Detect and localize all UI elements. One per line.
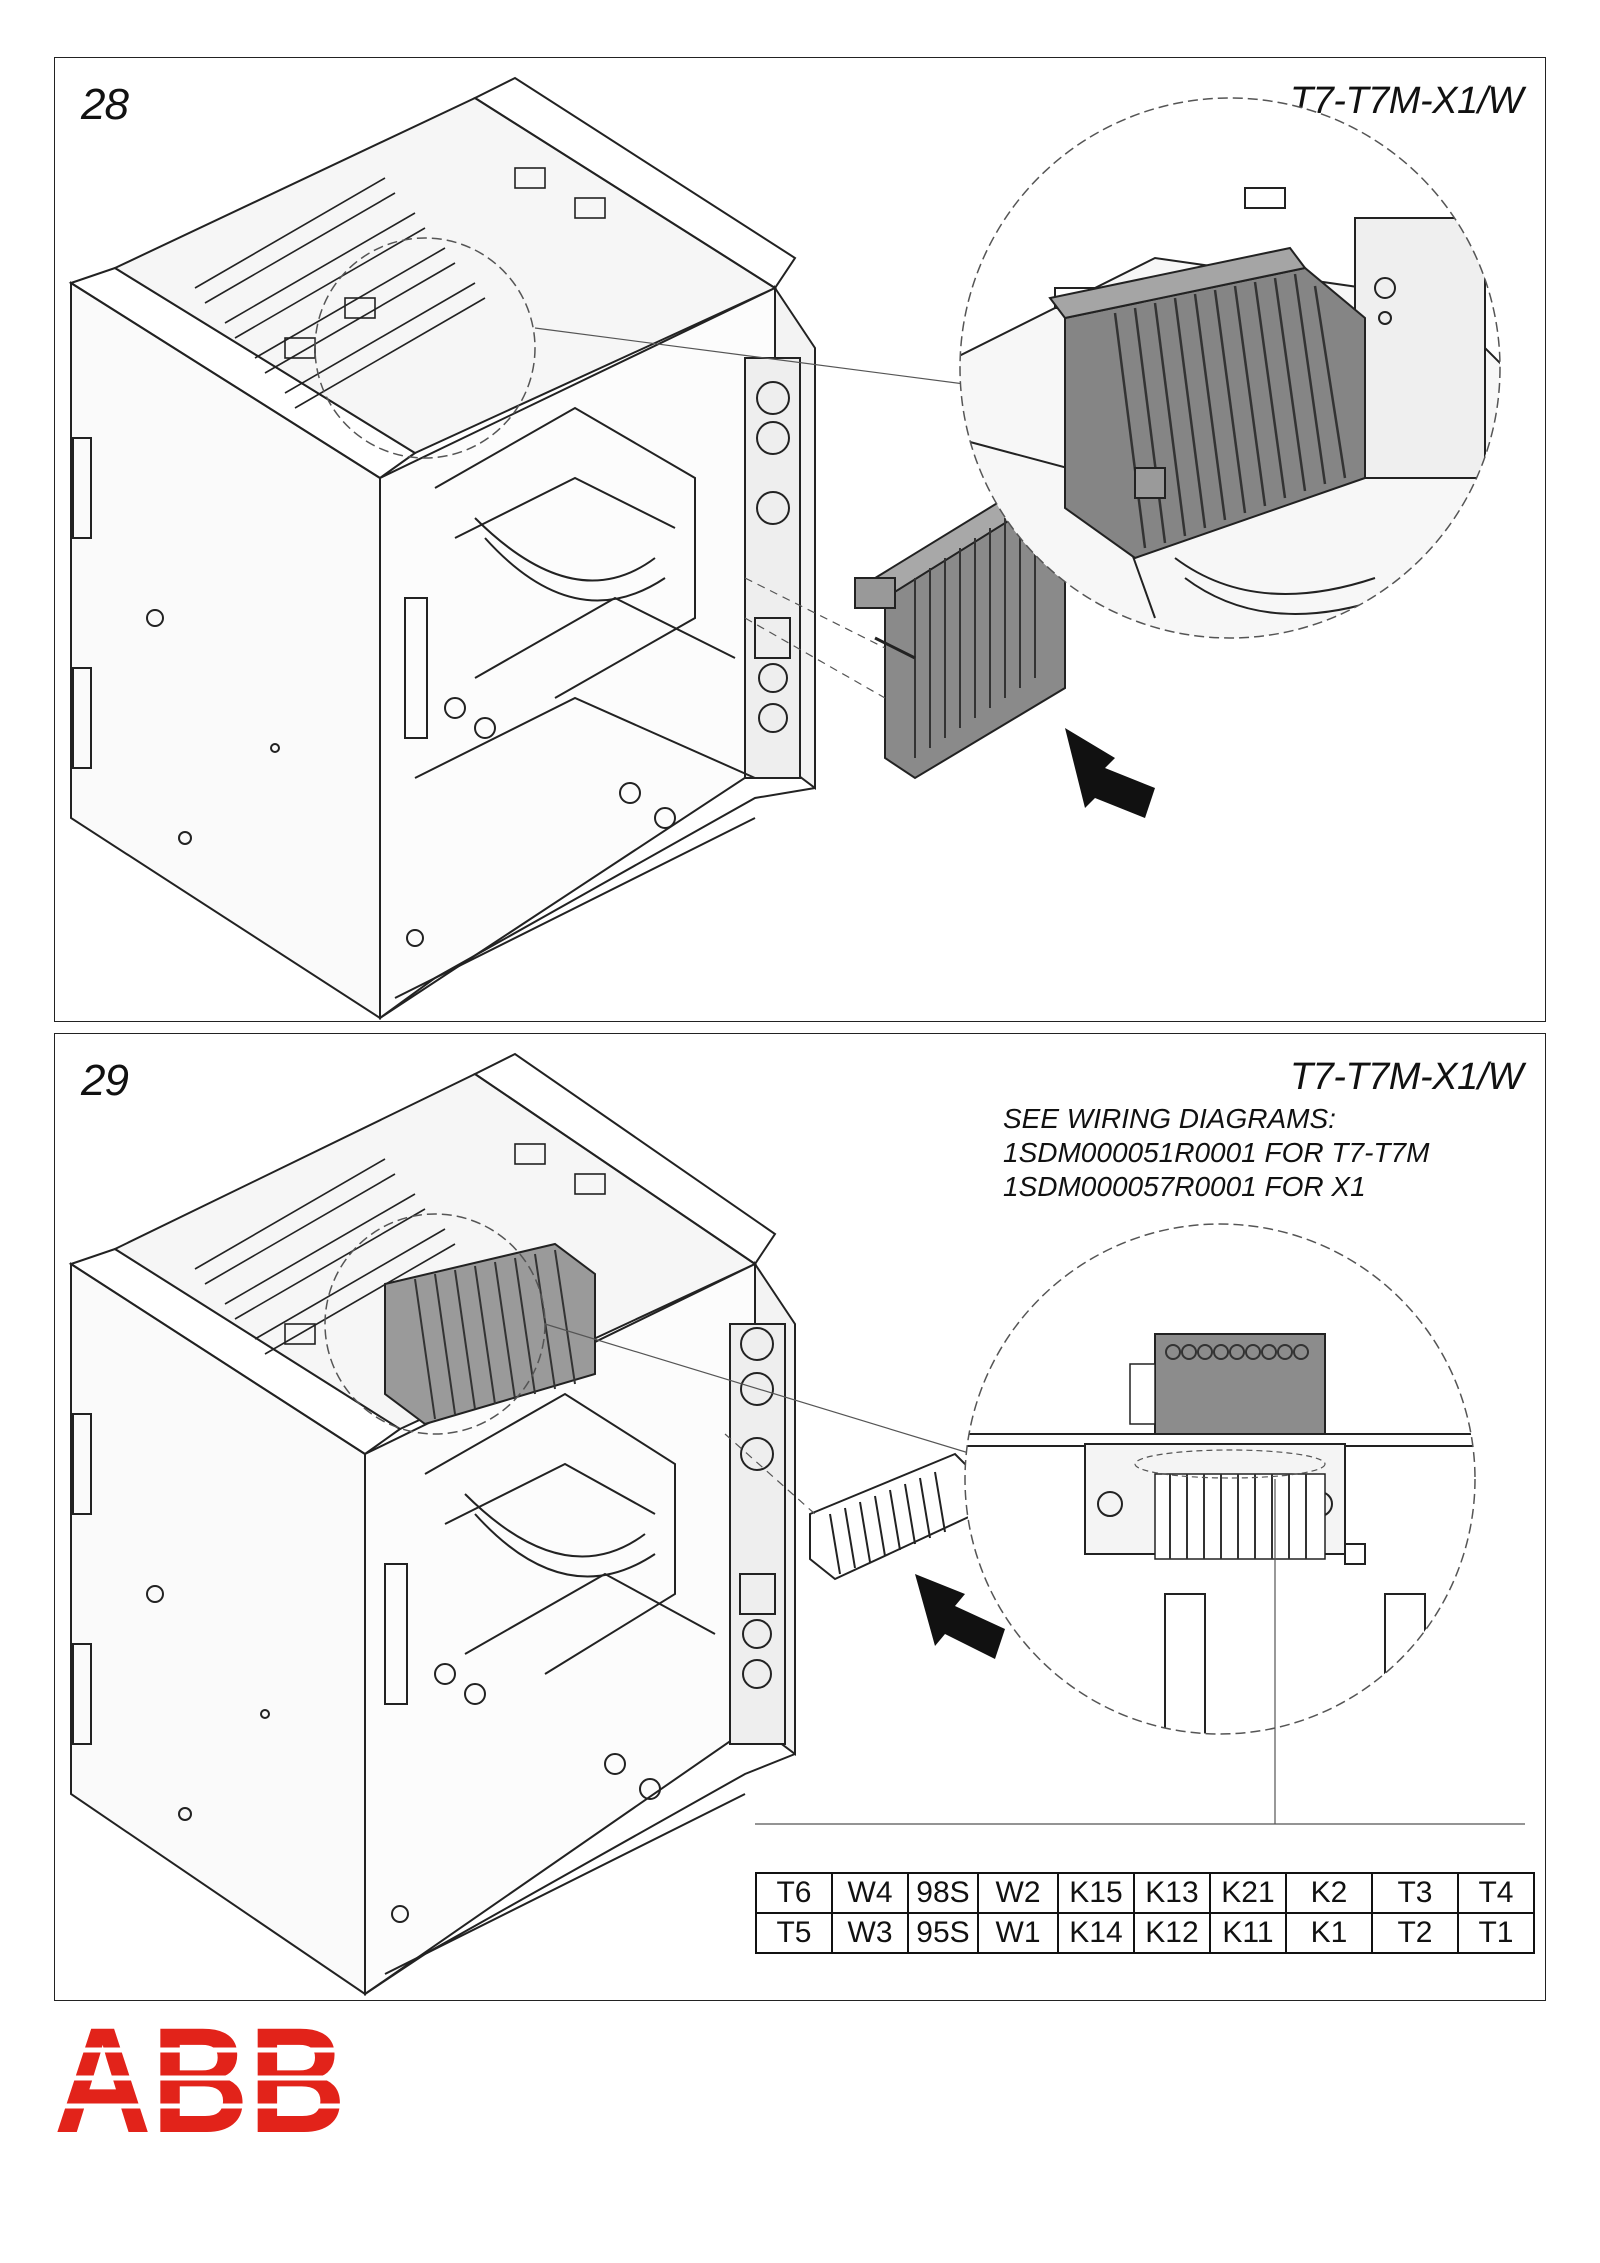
terminal-label: K12 bbox=[1133, 1912, 1211, 1954]
terminal-label: 95S bbox=[907, 1912, 979, 1954]
mounted-terminal-block bbox=[384, 1242, 596, 1426]
step-28-panel: 28 T7-T7M-X1/W bbox=[54, 57, 1546, 1022]
zoomed-connector bbox=[1154, 1333, 1326, 1435]
terminal-label: T4 bbox=[1457, 1872, 1535, 1914]
terminal-label: K15 bbox=[1057, 1872, 1135, 1914]
insertion-arrow-icon bbox=[915, 1574, 1005, 1659]
terminal-plug bbox=[809, 1452, 976, 1581]
terminal-label: K11 bbox=[1209, 1912, 1287, 1954]
zoom-detail-circle bbox=[959, 97, 1501, 639]
terminal-label: K14 bbox=[1057, 1912, 1135, 1954]
note-line: 1SDM000051R0001 FOR T7-T7M bbox=[1003, 1137, 1430, 1168]
terminal-connector-block bbox=[854, 481, 1066, 780]
terminal-label: T3 bbox=[1371, 1872, 1459, 1914]
terminal-label: T6 bbox=[755, 1872, 833, 1914]
insertion-arrow-icon bbox=[1065, 728, 1155, 818]
zoom-leader-line bbox=[534, 327, 996, 389]
step-28-illustration bbox=[68, 76, 1501, 1020]
table-row: T5 W3 95S W1 K14 K12 K11 K1 T2 T1 bbox=[755, 1912, 1535, 1954]
zoom-source-circle bbox=[314, 237, 536, 459]
terminal-label: T2 bbox=[1371, 1912, 1459, 1954]
step-number: 29 bbox=[81, 1056, 129, 1105]
terminal-label-table: T6 W4 98S W2 K15 K13 K21 K2 T3 T4 T5 W3 … bbox=[755, 1872, 1535, 1954]
terminal-label: W4 bbox=[831, 1872, 909, 1914]
abb-logo: ABB bbox=[54, 2020, 354, 2140]
terminal-label: T1 bbox=[1457, 1912, 1535, 1954]
note-line: 1SDM000057R0001 FOR X1 bbox=[1003, 1171, 1366, 1202]
step-29-panel: 29 T7-T7M-X1/W SEE WIRING DIAGRAMS: 1SDM… bbox=[54, 1033, 1546, 2001]
wiring-diagram-notes: SEE WIRING DIAGRAMS: 1SDM000051R0001 FOR… bbox=[1003, 1102, 1523, 1204]
step-29-illustration bbox=[68, 1052, 1525, 1996]
terminal-label: K2 bbox=[1285, 1872, 1373, 1914]
table-row: T6 W4 98S W2 K15 K13 K21 K2 T3 T4 bbox=[755, 1872, 1535, 1914]
zoomed-connector bbox=[1048, 246, 1366, 560]
model-label: T7-T7M-X1/W bbox=[1289, 80, 1524, 122]
zoom-detail-circle bbox=[964, 1223, 1476, 1735]
step-number: 28 bbox=[81, 80, 129, 129]
zoom-leader-line bbox=[544, 1323, 1006, 1465]
note-line: SEE WIRING DIAGRAMS: bbox=[1003, 1103, 1336, 1134]
terminal-label: T5 bbox=[755, 1912, 833, 1954]
terminal-label: K1 bbox=[1285, 1912, 1373, 1954]
breaker-frame-drawing bbox=[68, 76, 816, 1020]
terminal-label: K13 bbox=[1133, 1872, 1211, 1914]
terminal-label: W2 bbox=[977, 1872, 1059, 1914]
terminal-label: 98S bbox=[907, 1872, 979, 1914]
model-label: T7-T7M-X1/W bbox=[1289, 1056, 1524, 1098]
terminal-label: W3 bbox=[831, 1912, 909, 1954]
terminal-label: K21 bbox=[1209, 1872, 1287, 1914]
breaker-frame-drawing bbox=[68, 1052, 796, 1996]
terminal-label: W1 bbox=[977, 1912, 1059, 1954]
